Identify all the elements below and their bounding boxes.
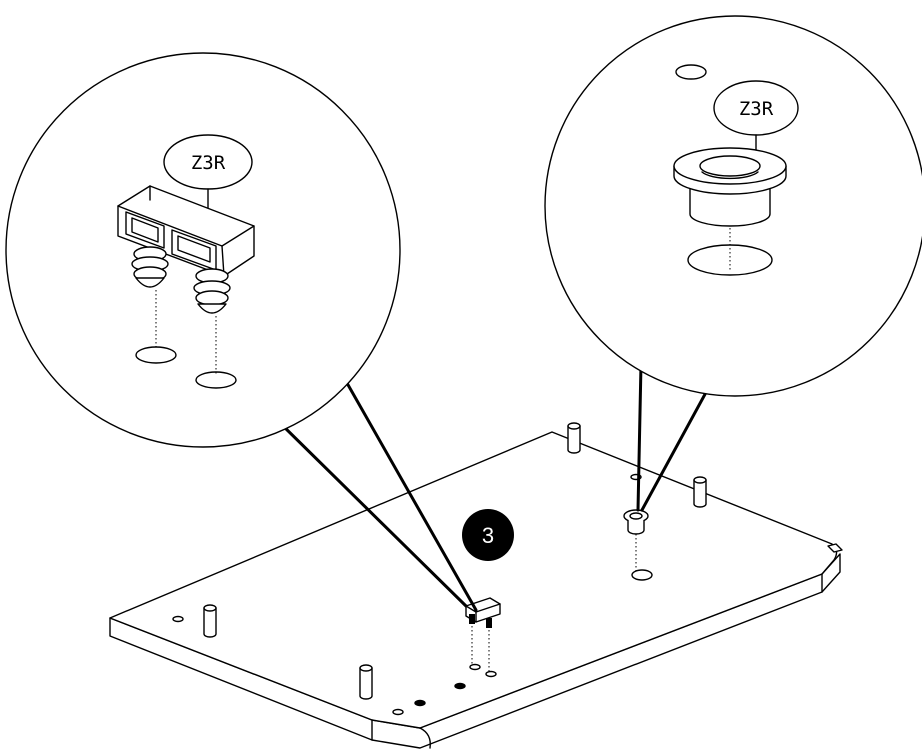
installed-clip xyxy=(465,597,501,672)
standoffs xyxy=(203,422,707,700)
detail-circle-right: Z3R xyxy=(544,15,922,397)
callout-label-right: Z3R xyxy=(739,98,774,120)
leader-lines xyxy=(275,362,718,612)
flanged-bushing-icon xyxy=(673,147,787,227)
base-plate xyxy=(109,431,843,749)
installed-bushing xyxy=(623,509,649,572)
step-badge: 3 xyxy=(462,509,514,561)
step-number: 3 xyxy=(482,523,494,548)
plate-holes xyxy=(172,473,653,716)
callout-label-left: Z3R xyxy=(191,152,226,174)
detail-circle-left: Z3R xyxy=(5,52,401,448)
dual-grommet-clip-icon xyxy=(117,185,255,314)
